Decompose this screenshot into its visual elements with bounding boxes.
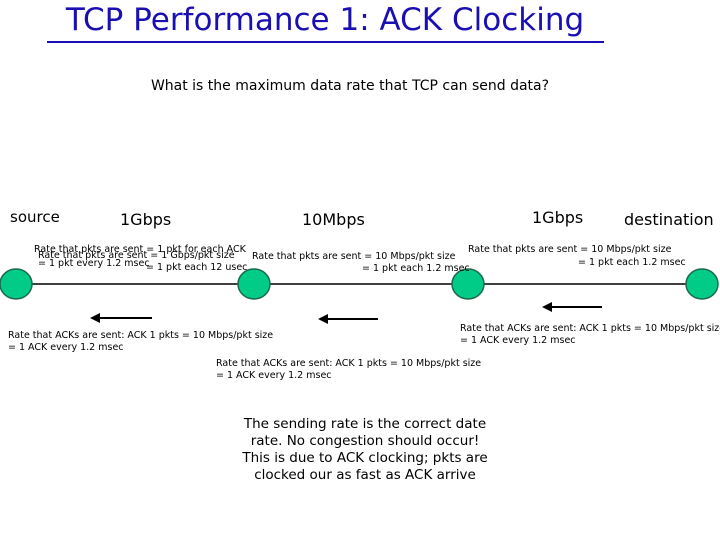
ack-arrow-left [90, 313, 152, 323]
mid-rate-line2: = 1 pkt each 1.2 msec [362, 263, 470, 274]
conclusion-callout: The sending rate is the correct date rat… [242, 416, 488, 483]
right-rate-line1: Rate that pkts are sent = 10 Mbps/pkt si… [468, 244, 672, 255]
source-rate-line1: Rate that pkts are sent = 1 pkt for each… [34, 244, 246, 255]
source-rate-line3: = 1 pkt every 1.2 msec [38, 258, 150, 269]
source-label: source [10, 208, 60, 226]
title-underline [47, 41, 604, 43]
link1-label: 1Gbps [120, 210, 172, 229]
destination-node [685, 268, 719, 300]
link2-label: 10Mbps [302, 210, 365, 229]
ack-left-line2: = 1 ACK every 1.2 msec [8, 342, 124, 353]
slide-title: TCP Performance 1: ACK Clocking [65, 2, 585, 38]
ack-mid-line1: Rate that ACKs are sent: ACK 1 pkts = 10… [216, 358, 482, 369]
question-text: What is the maximum data rate that TCP c… [150, 78, 550, 94]
router1-node [237, 268, 271, 300]
source-node [0, 268, 33, 300]
ack-left-line1: Rate that ACKs are sent: ACK 1 pkts = 10… [8, 330, 274, 341]
source-rate-line4: = 1 pkt each 12 usec [146, 262, 248, 273]
ack-arrow-right [542, 302, 602, 312]
ack-mid-line2: = 1 ACK every 1.2 msec [216, 370, 332, 381]
ack-right-line1: Rate that ACKs are sent: ACK 1 pkts = 10… [460, 323, 720, 334]
link3-label: 1Gbps [532, 208, 584, 227]
ack-arrow-mid [318, 314, 378, 324]
source-rate-line2: Rate that pkts are sent = 1 Gbps/pkt siz… [38, 250, 235, 261]
ack-right-line2: = 1 ACK every 1.2 msec [460, 335, 576, 346]
destination-label: destination [624, 210, 714, 229]
router2-node [451, 268, 485, 300]
mid-rate-line1: Rate that pkts are sent = 10 Mbps/pkt si… [252, 251, 456, 262]
right-rate-line2: = 1 pkt each 1.2 msec [578, 257, 686, 268]
